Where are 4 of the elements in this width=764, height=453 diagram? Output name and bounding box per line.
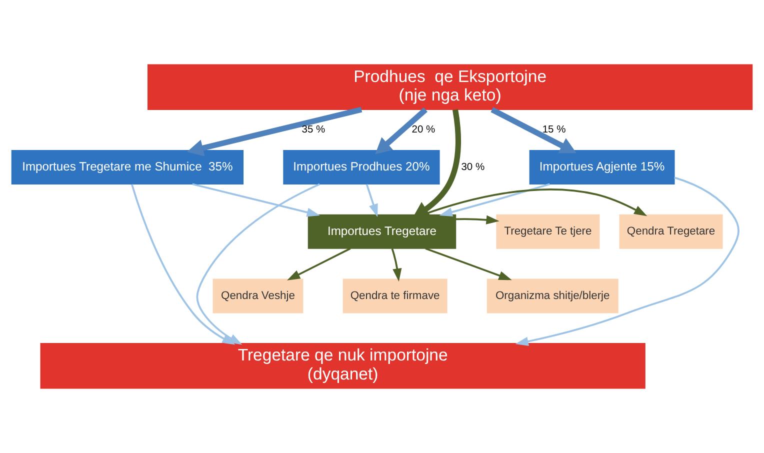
edge-label: 15 % <box>542 124 566 136</box>
edge-label: 20 % <box>412 124 436 136</box>
edge-label: 35 % <box>302 124 326 136</box>
edge-label: 30 % <box>461 162 485 173</box>
